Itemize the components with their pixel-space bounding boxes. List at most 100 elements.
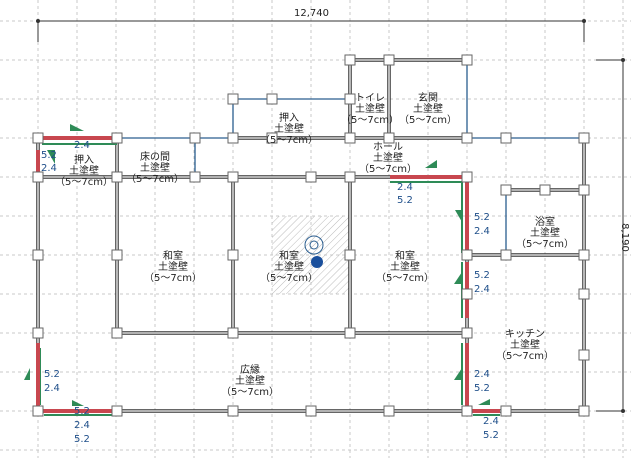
direction-markers — [24, 124, 490, 406]
wall-value: 5.2 — [397, 195, 413, 206]
wall-node[interactable] — [578, 132, 590, 144]
wall-node[interactable] — [344, 249, 356, 261]
wall-node[interactable] — [578, 288, 590, 300]
room-wall-thickness: （5〜7cm） — [260, 135, 318, 146]
wall-value: 5.2 — [474, 270, 490, 281]
room-wall-type: 土塗壁 — [413, 104, 443, 115]
wall-node[interactable] — [461, 405, 473, 417]
wall-node[interactable] — [32, 405, 44, 417]
room-wall-thickness: （5〜7cm） — [260, 273, 318, 284]
room-name: 玄関 — [418, 93, 438, 104]
room-label: 和室土塗壁（5〜7cm） — [376, 251, 434, 284]
room-name: 広縁 — [240, 365, 260, 376]
room-wall-type: 土塗壁 — [355, 104, 385, 115]
wall-node[interactable] — [227, 171, 239, 183]
highlighted-walls — [36, 136, 500, 416]
room-wall-type: 土塗壁 — [235, 376, 265, 387]
room-name: キッチン — [505, 329, 545, 340]
wall-node[interactable] — [500, 249, 512, 261]
wall-node[interactable] — [383, 54, 395, 66]
room-name: 和室 — [279, 251, 299, 262]
wall-value: 2.4 — [474, 284, 490, 295]
room-label: ホール土塗壁（5〜7cm） — [359, 142, 417, 175]
room-wall-thickness: （5〜7cm） — [359, 164, 417, 175]
room-wall-type: 土塗壁 — [274, 262, 304, 273]
wall-node[interactable] — [305, 171, 317, 183]
wall-node[interactable] — [32, 132, 44, 144]
room-label: 和室土塗壁（5〜7cm） — [260, 251, 318, 284]
dimension-lines — [37, 20, 624, 412]
wall-node[interactable] — [111, 327, 123, 339]
room-name: 押入 — [279, 113, 299, 124]
wall-node[interactable] — [227, 249, 239, 261]
room-wall-type: 土塗壁 — [69, 166, 99, 177]
wall-node[interactable] — [500, 405, 512, 417]
pointer-dot-icon[interactable] — [311, 256, 323, 268]
room-label: 広縁土塗壁（5〜7cm） — [221, 365, 279, 398]
wall-nodes[interactable] — [32, 54, 590, 417]
wall-value: 2.4 — [474, 369, 490, 380]
room-wall-thickness: （5〜7cm） — [144, 273, 202, 284]
wall-node[interactable] — [266, 93, 278, 105]
wall-node[interactable] — [461, 54, 473, 66]
wall-node[interactable] — [32, 249, 44, 261]
wall-node[interactable] — [227, 327, 239, 339]
wall-node[interactable] — [578, 184, 590, 196]
room-wall-type: 土塗壁 — [390, 262, 420, 273]
room-label: キッチン土塗壁（5〜7cm） — [496, 329, 554, 362]
wall-node[interactable] — [539, 184, 551, 196]
room-label: 浴室土塗壁（5〜7cm） — [516, 217, 574, 250]
wall-node[interactable] — [344, 327, 356, 339]
wall-node[interactable] — [461, 327, 473, 339]
wall-node[interactable] — [500, 184, 512, 196]
wall-node[interactable] — [189, 132, 201, 144]
room-name: 和室 — [395, 251, 415, 262]
wall-node[interactable] — [111, 171, 123, 183]
wall-value: 5.2 — [41, 150, 57, 161]
wall-node[interactable] — [266, 132, 278, 144]
room-label: 和室土塗壁（5〜7cm） — [144, 251, 202, 284]
wall-node[interactable] — [344, 132, 356, 144]
wall-node[interactable] — [578, 349, 590, 361]
wall-node[interactable] — [461, 132, 473, 144]
wall-node[interactable] — [305, 405, 317, 417]
room-wall-thickness: （5〜7cm） — [399, 115, 457, 126]
wall-node[interactable] — [461, 288, 473, 300]
wall-node[interactable] — [344, 171, 356, 183]
wall-node[interactable] — [227, 132, 239, 144]
wall-node[interactable] — [344, 54, 356, 66]
room-wall-thickness: （5〜7cm） — [55, 177, 113, 188]
wall-node[interactable] — [32, 171, 44, 183]
wall-node[interactable] — [111, 249, 123, 261]
room-label: 床の間土塗壁（5〜7cm） — [126, 152, 184, 185]
pointer-ring-icon — [304, 235, 324, 255]
wall-node[interactable] — [227, 405, 239, 417]
room-wall-type: 土塗壁 — [530, 228, 560, 239]
room-label: 玄関土塗壁（5〜7cm） — [399, 93, 457, 126]
wall-node[interactable] — [227, 93, 239, 105]
wall-value: 5.2 — [44, 369, 60, 380]
wall-node[interactable] — [461, 171, 473, 183]
room-wall-type: 土塗壁 — [158, 262, 188, 273]
room-name: 浴室 — [535, 217, 555, 228]
wall-node[interactable] — [344, 93, 356, 105]
wall-node[interactable] — [32, 327, 44, 339]
wall-node[interactable] — [189, 171, 201, 183]
wall-node[interactable] — [383, 405, 395, 417]
wall-node[interactable] — [500, 132, 512, 144]
wall-value: 2.4 — [41, 163, 57, 174]
wall-node[interactable] — [578, 405, 590, 417]
wall-node[interactable] — [383, 132, 395, 144]
wall-node[interactable] — [111, 132, 123, 144]
room-wall-type: 土塗壁 — [373, 153, 403, 164]
wall-value: 5.2 — [483, 430, 499, 441]
wall-value: 2.4 — [74, 420, 90, 431]
height-dimension: 8,190 — [618, 223, 630, 252]
wall-value: 2.4 — [44, 383, 60, 394]
wall-node[interactable] — [461, 249, 473, 261]
wall-node[interactable] — [111, 405, 123, 417]
wall-node[interactable] — [578, 249, 590, 261]
wall-value: 5.2 — [74, 406, 90, 417]
wall-value: 2.4 — [74, 140, 90, 151]
